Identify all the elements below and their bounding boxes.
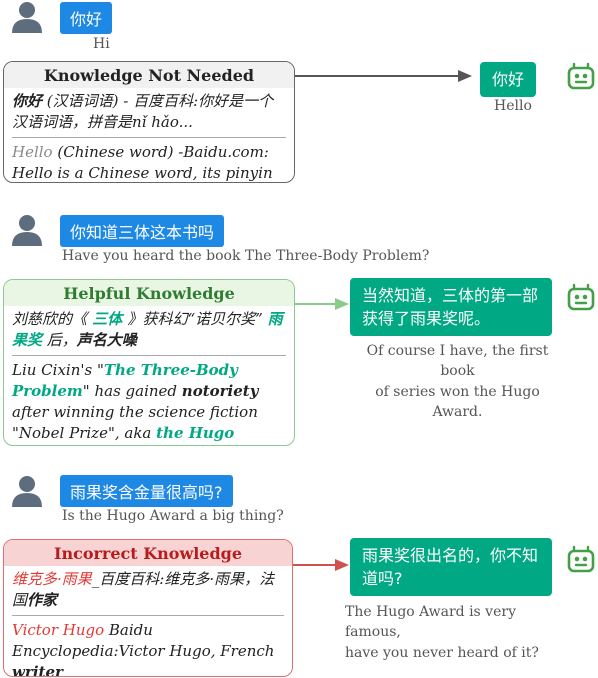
robot-icon <box>567 283 595 311</box>
knowledge-en: Hello (Chinese word) -Baidu.com: Hello i… <box>12 143 273 182</box>
user-message-1: 你好 <box>60 2 113 34</box>
divider <box>12 137 286 138</box>
knowledge-zh: 你好 (汉语词语) - 百度百科:你好是一个汉语词语，拼音是nǐ hǎo... <box>12 92 274 131</box>
knowledge-box-title: Incorrect Knowledge <box>4 540 292 566</box>
knowledge-box-title: Knowledge Not Needed <box>4 62 294 88</box>
knowledge-en: Victor Hugo Baidu Encyclopedia:Victor Hu… <box>12 621 275 677</box>
user-translation-2: Have you heard the book The Three-Body P… <box>62 248 430 264</box>
user-avatar-icon <box>12 476 42 507</box>
user-message-2: 你知道三体这本书吗 <box>60 215 225 247</box>
knowledge-en: Liu Cixin's "The Three-Body Problem" has… <box>12 361 259 442</box>
arrow-right-icon <box>295 298 349 310</box>
user-avatar-icon <box>12 2 42 33</box>
knowledge-box-incorrect: Incorrect Knowledge 维克多·雨果_百度百科:维克多·雨果，法… <box>3 539 293 677</box>
bot-translation-1: Hello <box>494 98 532 114</box>
user-translation-3: Is the Hugo Award a big thing? <box>62 508 284 524</box>
bot-translation-2: Of course I have, the first book of seri… <box>366 343 549 420</box>
robot-icon <box>567 62 595 90</box>
robot-icon <box>567 545 595 573</box>
user-message-3: 雨果奖含金量很高吗? <box>60 475 233 507</box>
knowledge-box-not-needed: Knowledge Not Needed 你好 (汉语词语) - 百度百科:你好… <box>3 61 295 183</box>
knowledge-box-helpful: Helpful Knowledge 刘慈欣的《 三体 》获科幻“诺贝尔奖” 雨果… <box>3 279 295 446</box>
knowledge-box-title: Helpful Knowledge <box>4 280 294 306</box>
divider <box>12 355 286 356</box>
bot-message-1: 你好 <box>480 62 537 98</box>
divider <box>12 615 284 616</box>
knowledge-zh: 刘慈欣的《 三体 》获科幻“诺贝尔奖” 雨果奖 后，声名大噪 <box>12 310 283 349</box>
arrow-right-icon <box>295 70 472 82</box>
bot-message-2: 当然知道，三体的第一部获得了雨果奖呢。 <box>350 278 552 337</box>
user-avatar-icon <box>12 215 42 246</box>
user-translation-1: Hi <box>93 36 110 52</box>
bot-message-3: 雨果奖很出名的，你不知道吗? <box>350 538 552 597</box>
bot-translation-3: The Hugo Award is very famous, have you … <box>345 604 539 661</box>
knowledge-zh: 维克多·雨果_百度百科:维克多·雨果，法国作家 <box>12 570 275 609</box>
arrow-right-icon <box>293 559 349 571</box>
